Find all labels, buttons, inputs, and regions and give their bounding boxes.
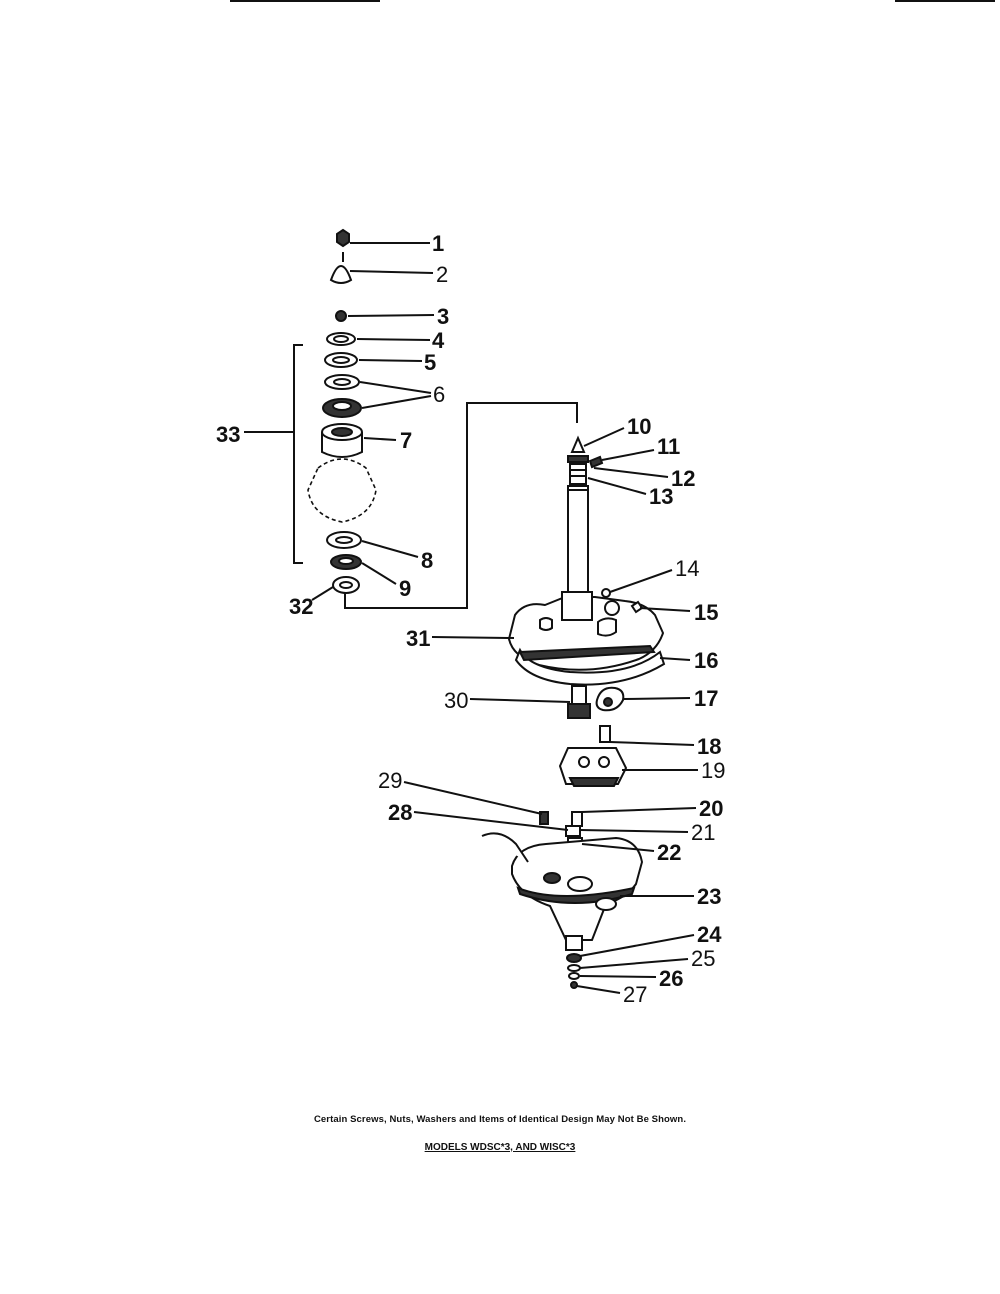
- part-26-washer: [568, 972, 580, 980]
- part-1-nut: [336, 228, 350, 248]
- callout-24: 24: [697, 922, 722, 947]
- callout-21: 21: [691, 820, 715, 845]
- wire-lead: [481, 832, 529, 863]
- footer-disclaimer: Certain Screws, Nuts, Washers and Items …: [313, 1114, 687, 1125]
- callout-12: 12: [671, 466, 695, 491]
- part-14-clip: [601, 588, 611, 598]
- callout-33: 33: [216, 422, 240, 447]
- callout-32: 32: [289, 594, 313, 619]
- part-18-pin: [599, 725, 611, 743]
- callout-17: 17: [694, 686, 718, 711]
- callout-23: 23: [697, 884, 721, 909]
- callout-26: 26: [659, 966, 683, 991]
- part-2-cap: [329, 265, 353, 284]
- part-19-gear: [558, 747, 628, 785]
- shaft-boss: [561, 591, 593, 621]
- part-10-tip: [570, 435, 586, 453]
- callout-22: 22: [657, 840, 681, 865]
- callout-16: 16: [694, 648, 718, 673]
- right-assembly: [481, 435, 666, 989]
- callout-29: 29: [378, 768, 402, 793]
- shaft-spline: [569, 463, 587, 485]
- part-29-screw: [539, 811, 549, 825]
- callout-10: 10: [627, 414, 651, 439]
- part-11-pin: [588, 455, 604, 469]
- callout-3: 3: [437, 304, 449, 329]
- callout-labels: 1 2 3 4 5 6 7 8 9 10 11 12 13 14 15 16 1…: [216, 231, 725, 1007]
- callout-20: 20: [699, 796, 723, 821]
- callout-1: 1: [432, 231, 444, 256]
- part-30-pinion: [571, 685, 587, 705]
- part-21-bushing: [565, 825, 581, 837]
- agitator-shaft: [567, 485, 589, 599]
- callout-14: 14: [675, 556, 699, 581]
- bracket-33: [293, 344, 303, 564]
- top-edge-mark-right: [895, 0, 995, 2]
- callout-27: 27: [623, 982, 647, 1007]
- callout-19: 19: [701, 758, 725, 783]
- dashed-hub-outline: [307, 458, 377, 523]
- callout-11: 11: [657, 434, 680, 459]
- part-25-washer: [567, 964, 581, 972]
- callout-13: 13: [649, 484, 673, 509]
- left-part-stack: [244, 228, 377, 594]
- callout-7: 7: [400, 428, 412, 453]
- part-3-ball: [335, 310, 347, 322]
- assembly-connector-line: [344, 402, 578, 609]
- part-24-seal: [566, 953, 582, 963]
- callout-28: 28: [388, 800, 412, 825]
- part-27-nut: [570, 981, 578, 989]
- callout-8: 8: [421, 548, 433, 573]
- footer-models: MODELS WDSC*3, AND WISC*3: [424, 1142, 576, 1153]
- callout-5: 5: [424, 350, 436, 375]
- callout-4: 4: [432, 328, 445, 353]
- leader-lines: [311, 242, 698, 994]
- top-edge-mark-left: [230, 0, 380, 2]
- callout-15: 15: [694, 600, 718, 625]
- callout-18: 18: [697, 734, 721, 759]
- lower-shaft: [565, 935, 583, 951]
- callout-2: 2: [436, 262, 448, 287]
- callout-9: 9: [399, 576, 411, 601]
- callout-6: 6: [433, 382, 445, 407]
- callout-30: 30: [444, 688, 468, 713]
- part-20-key: [571, 811, 583, 827]
- part-16-gasket: [514, 647, 666, 686]
- callout-31: 31: [406, 626, 430, 651]
- callout-25: 25: [691, 946, 715, 971]
